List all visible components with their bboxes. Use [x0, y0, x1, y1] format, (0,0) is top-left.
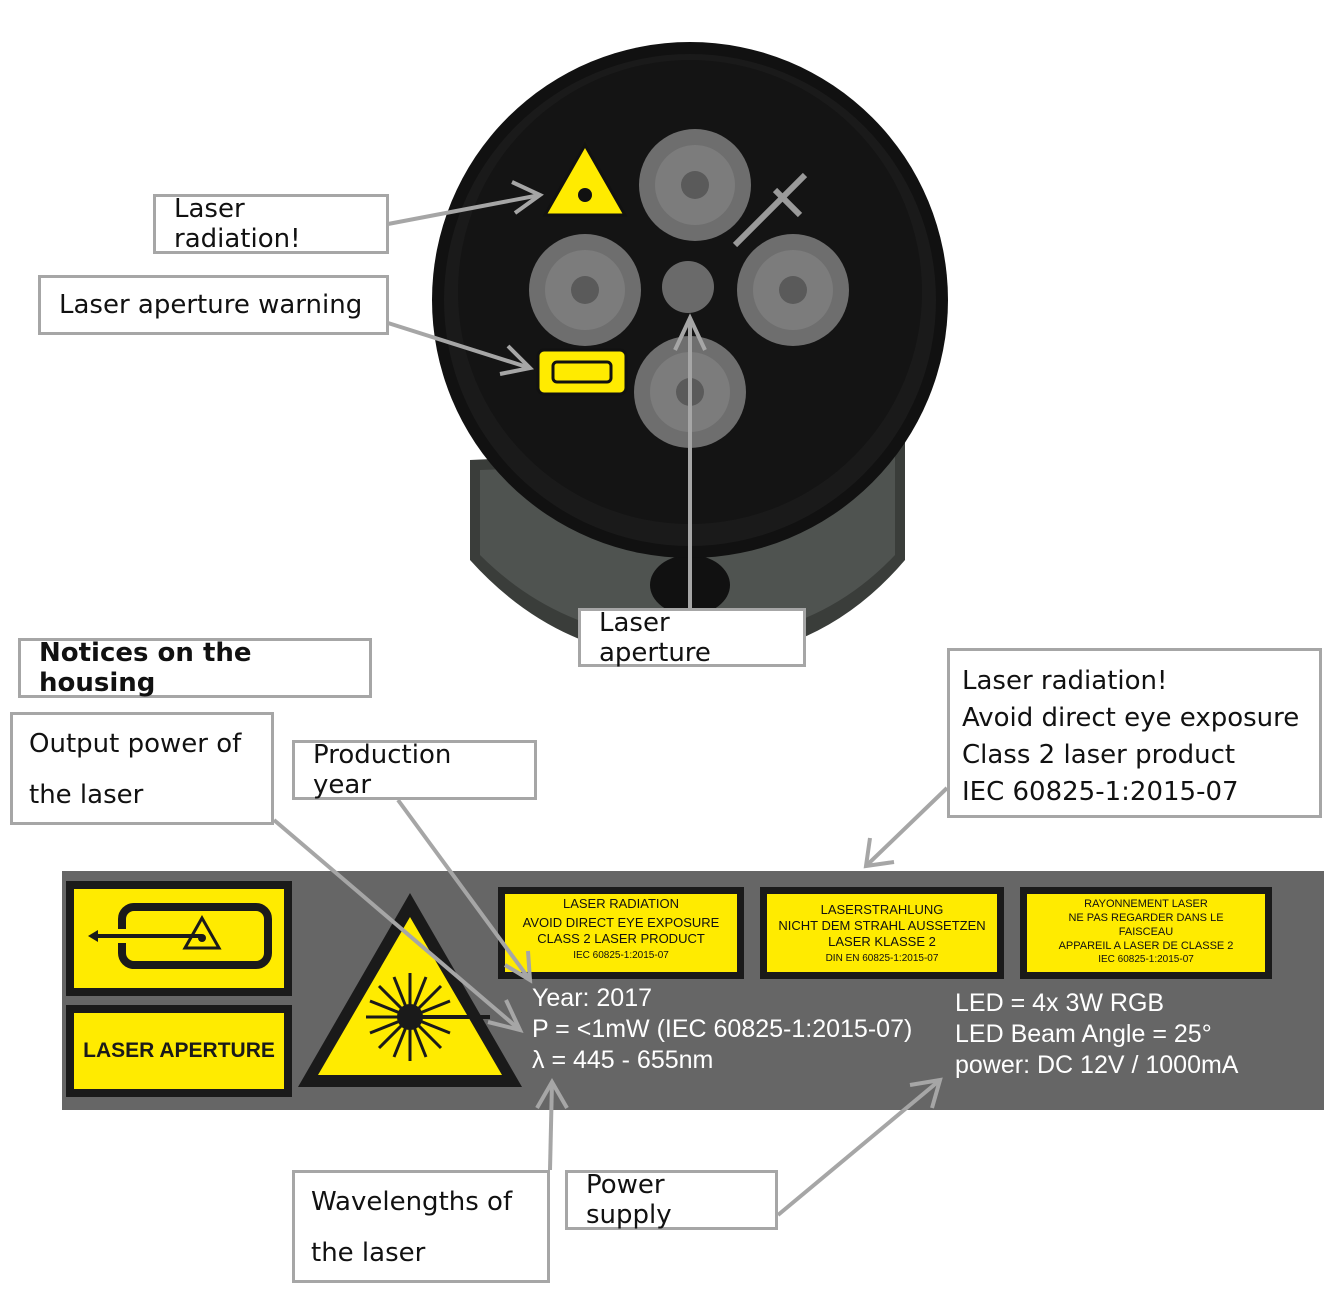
- laser-warning-triangle-icon: [298, 893, 522, 1087]
- label-line: NICHT DEM STRAHL AUSSETZEN: [778, 918, 986, 933]
- callout-power-supply: Power supply: [565, 1170, 778, 1230]
- label-line: LASER KLASSE 2: [828, 934, 936, 949]
- lens-icon: [737, 234, 849, 346]
- callout-line: IEC 60825-1:2015-07: [962, 777, 1239, 807]
- label-line: LASERSTRAHLUNG: [820, 902, 944, 917]
- callout-wavelengths: Wavelengths of the laser: [292, 1170, 550, 1283]
- callout-text: Production year: [313, 740, 452, 800]
- callout-output-power: Output power of the laser: [10, 712, 274, 825]
- spec-line: λ = 445 - 655nm: [532, 1046, 714, 1074]
- callout-text: Power supply: [586, 1170, 672, 1230]
- callout-text: Laser radiation!: [174, 194, 301, 254]
- callout-line: the laser: [311, 1238, 426, 1268]
- callout-laser-aperture: Laser aperture: [578, 607, 806, 668]
- title-text: Notices on the housing: [39, 638, 252, 698]
- housing-label-panel: LASER APERTURE LASER RADIATION AVOID DIR…: [62, 871, 1324, 1110]
- laser-aperture-arrow-icon: [536, 348, 628, 396]
- arrow-symbol-icon: [732, 172, 808, 248]
- lens-icon: [639, 129, 751, 241]
- spec-line: LED Beam Angle = 25°: [955, 1020, 1212, 1048]
- callout-laser-radiation: Laser radiation!: [153, 194, 389, 254]
- label-line: CLASS 2 LASER PRODUCT: [537, 931, 705, 946]
- laser-aperture-sign: LASER APERTURE: [70, 1009, 288, 1093]
- spec-line: power: DC 12V / 1000mA: [955, 1051, 1239, 1079]
- label-line: FAISCEAU: [1118, 926, 1174, 938]
- warning-label-en: LASER RADIATION AVOID DIRECT EYE EXPOSUR…: [502, 891, 740, 975]
- spec-line: LED = 4x 3W RGB: [955, 989, 1165, 1017]
- warning-label-fr: RAYONNEMENT LASER NE PAS REGARDER DANS L…: [1024, 891, 1268, 975]
- callout-line: Output power of: [29, 729, 242, 759]
- callout-text: Laser aperture: [599, 607, 711, 668]
- callout-line: Class 2 laser product: [962, 740, 1236, 770]
- warning-label-de: LASERSTRAHLUNG NICHT DEM STRAHL AUSSETZE…: [764, 891, 1000, 975]
- callout-label-info: Laser radiation! Avoid direct eye exposu…: [947, 648, 1322, 818]
- label-line: AVOID DIRECT EYE EXPOSURE: [522, 915, 720, 930]
- label-line: NE PAS REGARDER DANS LE: [1068, 912, 1224, 924]
- callout-line: Wavelengths of: [311, 1187, 513, 1217]
- laser-device-illustration: [387, 42, 948, 640]
- laser-aperture-arrow-icon: [88, 903, 272, 969]
- label-line: APPAREIL A LASER DE CLASSE 2: [1058, 940, 1234, 952]
- specs-right: LED = 4x 3W RGB LED Beam Angle = 25° pow…: [955, 988, 1238, 1081]
- aperture-arrow-sign: [70, 885, 288, 992]
- callout-text: Laser aperture warning: [59, 290, 363, 320]
- label-line: RAYONNEMENT LASER: [1084, 898, 1208, 910]
- callout-aperture-warning: Laser aperture warning: [38, 275, 389, 335]
- aperture-sign-text: LASER APERTURE: [83, 1039, 275, 1062]
- laser-aperture-dot: [662, 261, 714, 313]
- label-line: IEC 60825-1:2015-07: [573, 950, 669, 961]
- callout-line: the laser: [29, 780, 144, 810]
- callout-line: Laser radiation!: [962, 666, 1168, 696]
- lens-icon: [529, 234, 641, 346]
- label-line: DIN EN 60825-1:2015-07: [825, 953, 939, 964]
- spec-line: P = <1mW (IEC 60825-1:2015-07): [532, 1015, 913, 1043]
- spec-line: Year: 2017: [532, 984, 653, 1012]
- specs-left: Year: 2017 P = <1mW (IEC 60825-1:2015-07…: [532, 983, 912, 1076]
- callout-line: Avoid direct eye exposure: [962, 703, 1300, 733]
- label-line: LASER RADIATION: [562, 896, 680, 911]
- callout-production-year: Production year: [292, 740, 537, 800]
- label-line: IEC 60825-1:2015-07: [1098, 954, 1194, 965]
- laser-warning-triangle-icon: [542, 141, 628, 217]
- notices-title: Notices on the housing: [18, 638, 372, 698]
